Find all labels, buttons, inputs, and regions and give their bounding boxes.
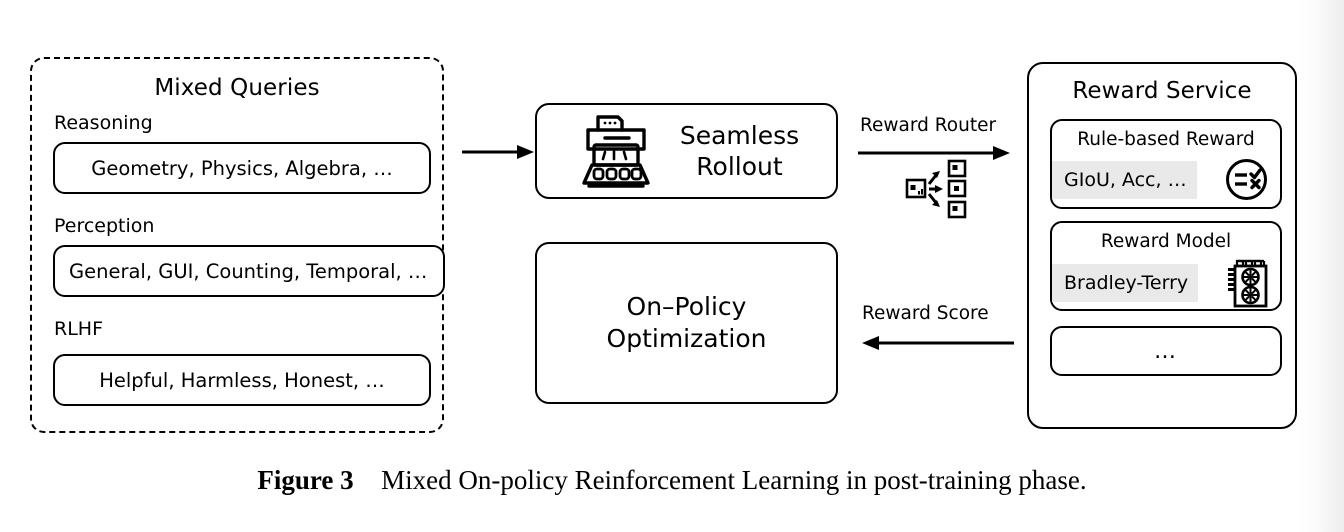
query-chip-perception[interactable]: General, GUI, Counting, Temporal, … bbox=[53, 245, 445, 297]
rollout-line-2: Rollout bbox=[696, 152, 783, 181]
rule-based-reward-value: GIoU, Acc, … bbox=[1052, 160, 1197, 199]
query-chip-reasoning[interactable]: Geometry, Physics, Algebra, … bbox=[53, 142, 431, 194]
page-edge-shading bbox=[1298, 0, 1344, 532]
optimization-line-2: Optimization bbox=[606, 324, 767, 353]
arrow-queries-to-rollout bbox=[462, 140, 534, 164]
checklist-circle-icon bbox=[1223, 156, 1270, 203]
reward-model-title: Reward Model bbox=[1100, 231, 1232, 252]
seamless-rollout-label: Seamless Rollout bbox=[680, 120, 799, 183]
figure-caption: Figure 3 Mixed On-policy Reinforcement L… bbox=[0, 465, 1344, 496]
query-chip-rlhf[interactable]: Helpful, Harmless, Honest, … bbox=[53, 354, 431, 406]
router-fanout-icon bbox=[905, 158, 971, 220]
group-label-perception: Perception bbox=[54, 215, 155, 237]
reward-service-more-box[interactable]: … bbox=[1050, 326, 1282, 376]
reward-service-title: Reward Service bbox=[1072, 78, 1252, 104]
arrow-reward-score bbox=[862, 333, 1014, 353]
reward-model-value: Bradley-Terry bbox=[1052, 264, 1199, 302]
mixed-queries-panel: Mixed Queries Reasoning Geometry, Physic… bbox=[30, 57, 445, 433]
on-policy-optimization-box[interactable]: On–Policy Optimization bbox=[535, 242, 838, 404]
figure-caption-label: Figure 3 bbox=[257, 465, 354, 495]
arrow-reward-router bbox=[858, 143, 1010, 163]
reward-router-label: Reward Router bbox=[860, 115, 997, 136]
rollout-line-1: Seamless bbox=[679, 120, 800, 150]
gpu-card-icon bbox=[1226, 258, 1270, 308]
group-label-rlhf: RLHF bbox=[54, 318, 104, 340]
on-policy-optimization-label: On–Policy Optimization bbox=[607, 291, 767, 356]
rule-based-reward-title: Rule-based Reward bbox=[1077, 129, 1255, 150]
mixed-queries-title: Mixed Queries bbox=[154, 75, 320, 101]
group-label-reasoning: Reasoning bbox=[54, 112, 153, 134]
figure-caption-text: Mixed On-policy Reinforcement Learning i… bbox=[381, 465, 1087, 495]
typewriter-icon bbox=[574, 111, 658, 191]
optimization-line-1: On–Policy bbox=[626, 291, 747, 321]
seamless-rollout-box[interactable]: Seamless Rollout bbox=[535, 103, 838, 199]
reward-service-more-label: … bbox=[1154, 338, 1178, 364]
reward-model-section[interactable]: Reward Model Bradley-Terry bbox=[1050, 221, 1282, 311]
reward-service-panel: Reward Service Rule-based Reward GIoU, A… bbox=[1027, 62, 1297, 429]
rule-based-reward-section[interactable]: Rule-based Reward GIoU, Acc, … bbox=[1050, 119, 1282, 209]
reward-score-label: Reward Score bbox=[862, 303, 989, 324]
